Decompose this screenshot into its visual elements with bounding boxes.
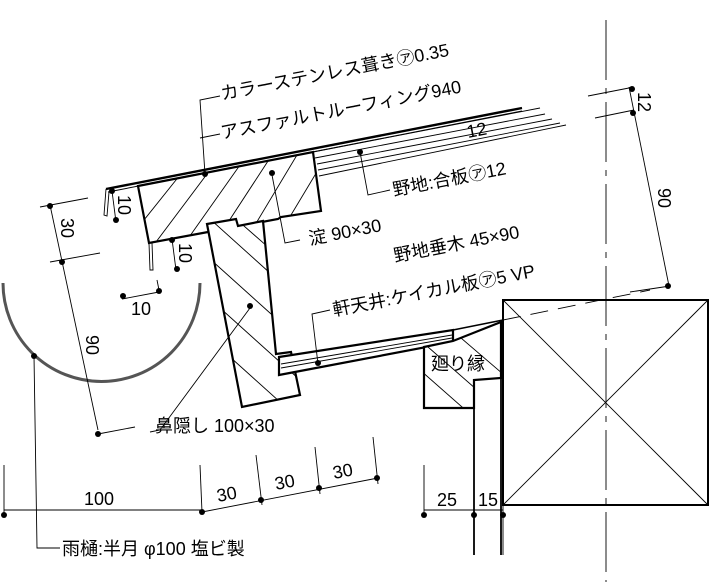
label-soffit: 軒天井:ケイカル板㋐5 VP: [331, 261, 537, 320]
leader-lines: [33, 95, 391, 549]
dim-flashing-top: 10: [114, 195, 134, 215]
dim-wall-15: 15: [478, 490, 498, 510]
dim-rafter-depth: 90: [654, 188, 674, 208]
label-gutter: 雨樋:半月 φ100 塩ビ製: [62, 539, 245, 559]
dim-flashing-width: 10: [131, 299, 151, 319]
dim-fascia-30: 30: [57, 218, 77, 238]
label-cornice: 廻り縁: [431, 354, 485, 374]
label-fascia-board: 淀 90×30: [307, 215, 383, 249]
dim-overhang-100: 100: [84, 489, 114, 509]
dim-flashing-bottom: 10: [175, 243, 195, 263]
label-fascia: 鼻隠し 100×30: [155, 416, 275, 436]
dim-roof-thickness: 12: [634, 92, 654, 112]
leader-dots: [31, 149, 363, 366]
dim-seg-2: 30: [273, 470, 296, 493]
post-section: [502, 289, 709, 506]
dim-fascia-90: 90: [82, 335, 102, 355]
label-rafter: 野地垂木 45×90: [392, 222, 521, 266]
label-sheathing: 野地:合板㋐12: [391, 158, 508, 200]
gutter-half-round: [1, 282, 202, 383]
cornice-molding: [422, 320, 503, 410]
dim-seg-3: 30: [331, 459, 354, 482]
fascia-board-yodo: [136, 150, 323, 245]
dim-seg-1: 30: [215, 482, 238, 505]
dim-sheathing-thickness: 12: [465, 118, 488, 141]
dimension-dots: [1, 86, 671, 518]
dimension-lines: [3, 86, 671, 515]
dim-wall-25: 25: [437, 490, 457, 510]
